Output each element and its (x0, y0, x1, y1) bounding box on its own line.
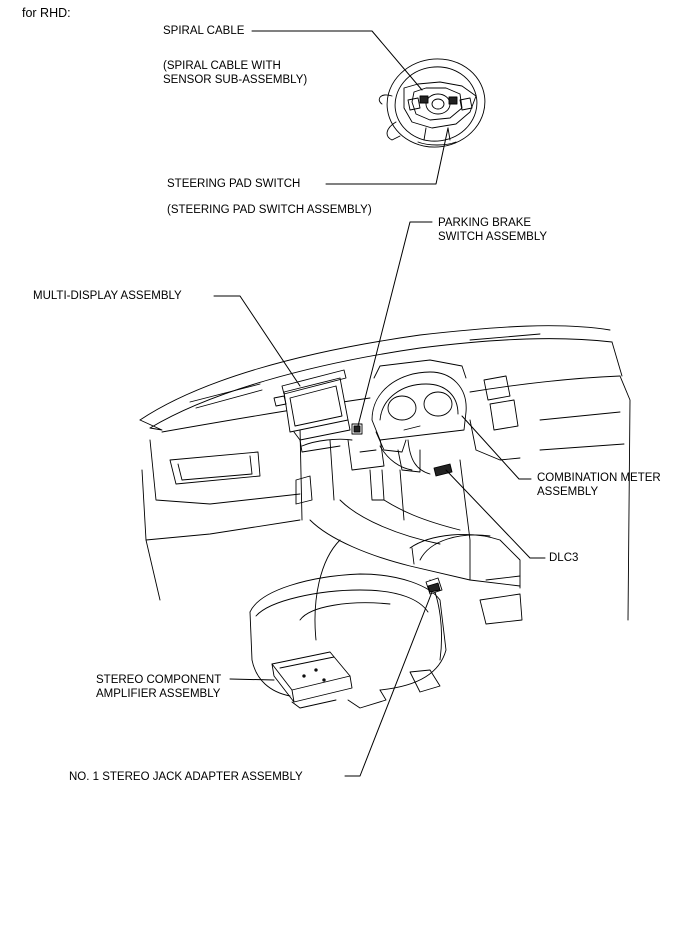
leader-parking-brake (357, 221, 433, 427)
leader-dlc3 (445, 469, 546, 559)
label-stereo-jack-adapter: NO. 1 STEREO JACK ADAPTER ASSEMBLY (69, 771, 303, 783)
label-spiral-cable-assembly: (SPIRAL CABLE WITH SENSOR SUB-ASSEMBLY) (163, 60, 308, 86)
label-multi-display: MULTI-DISPLAY ASSEMBLY (33, 290, 182, 302)
leader-combination-meter (461, 415, 532, 480)
leader-spiral-cable (251, 30, 423, 91)
label-parking-brake-switch: PARKING BRAKE SWITCH ASSEMBLY (438, 217, 548, 243)
parking-brake-switch-drawing (351, 423, 363, 435)
label-dlc3: DLC3 (549, 552, 579, 564)
stereo-jack-adapter-drawing (425, 577, 443, 595)
leader-steering-pad-switch (325, 127, 449, 185)
multi-display-drawing (273, 369, 351, 453)
label-steering-pad-switch: STEERING PAD SWITCH (167, 178, 301, 190)
combination-meter-drawing (371, 359, 467, 475)
leader-lines (213, 30, 546, 777)
label-spiral-cable: SPIRAL CABLE (163, 25, 245, 37)
label-stereo-amplifier: STEREO COMPONENT AMPLIFIER ASSEMBLY (96, 674, 222, 700)
dlc3-drawing (433, 463, 453, 477)
leader-multi-display (213, 295, 301, 387)
steering-wheel-drawing (378, 58, 486, 148)
leader-stereo-amplifier (229, 678, 275, 681)
label-combination-meter: COMBINATION METER ASSEMBLY (537, 472, 661, 498)
stereo-amplifier-drawing (271, 651, 353, 709)
leader-stereo-jack (344, 591, 433, 777)
variant-heading: for RHD: (22, 6, 71, 20)
label-steering-pad-switch-assembly: (STEERING PAD SWITCH ASSEMBLY) (167, 204, 372, 216)
